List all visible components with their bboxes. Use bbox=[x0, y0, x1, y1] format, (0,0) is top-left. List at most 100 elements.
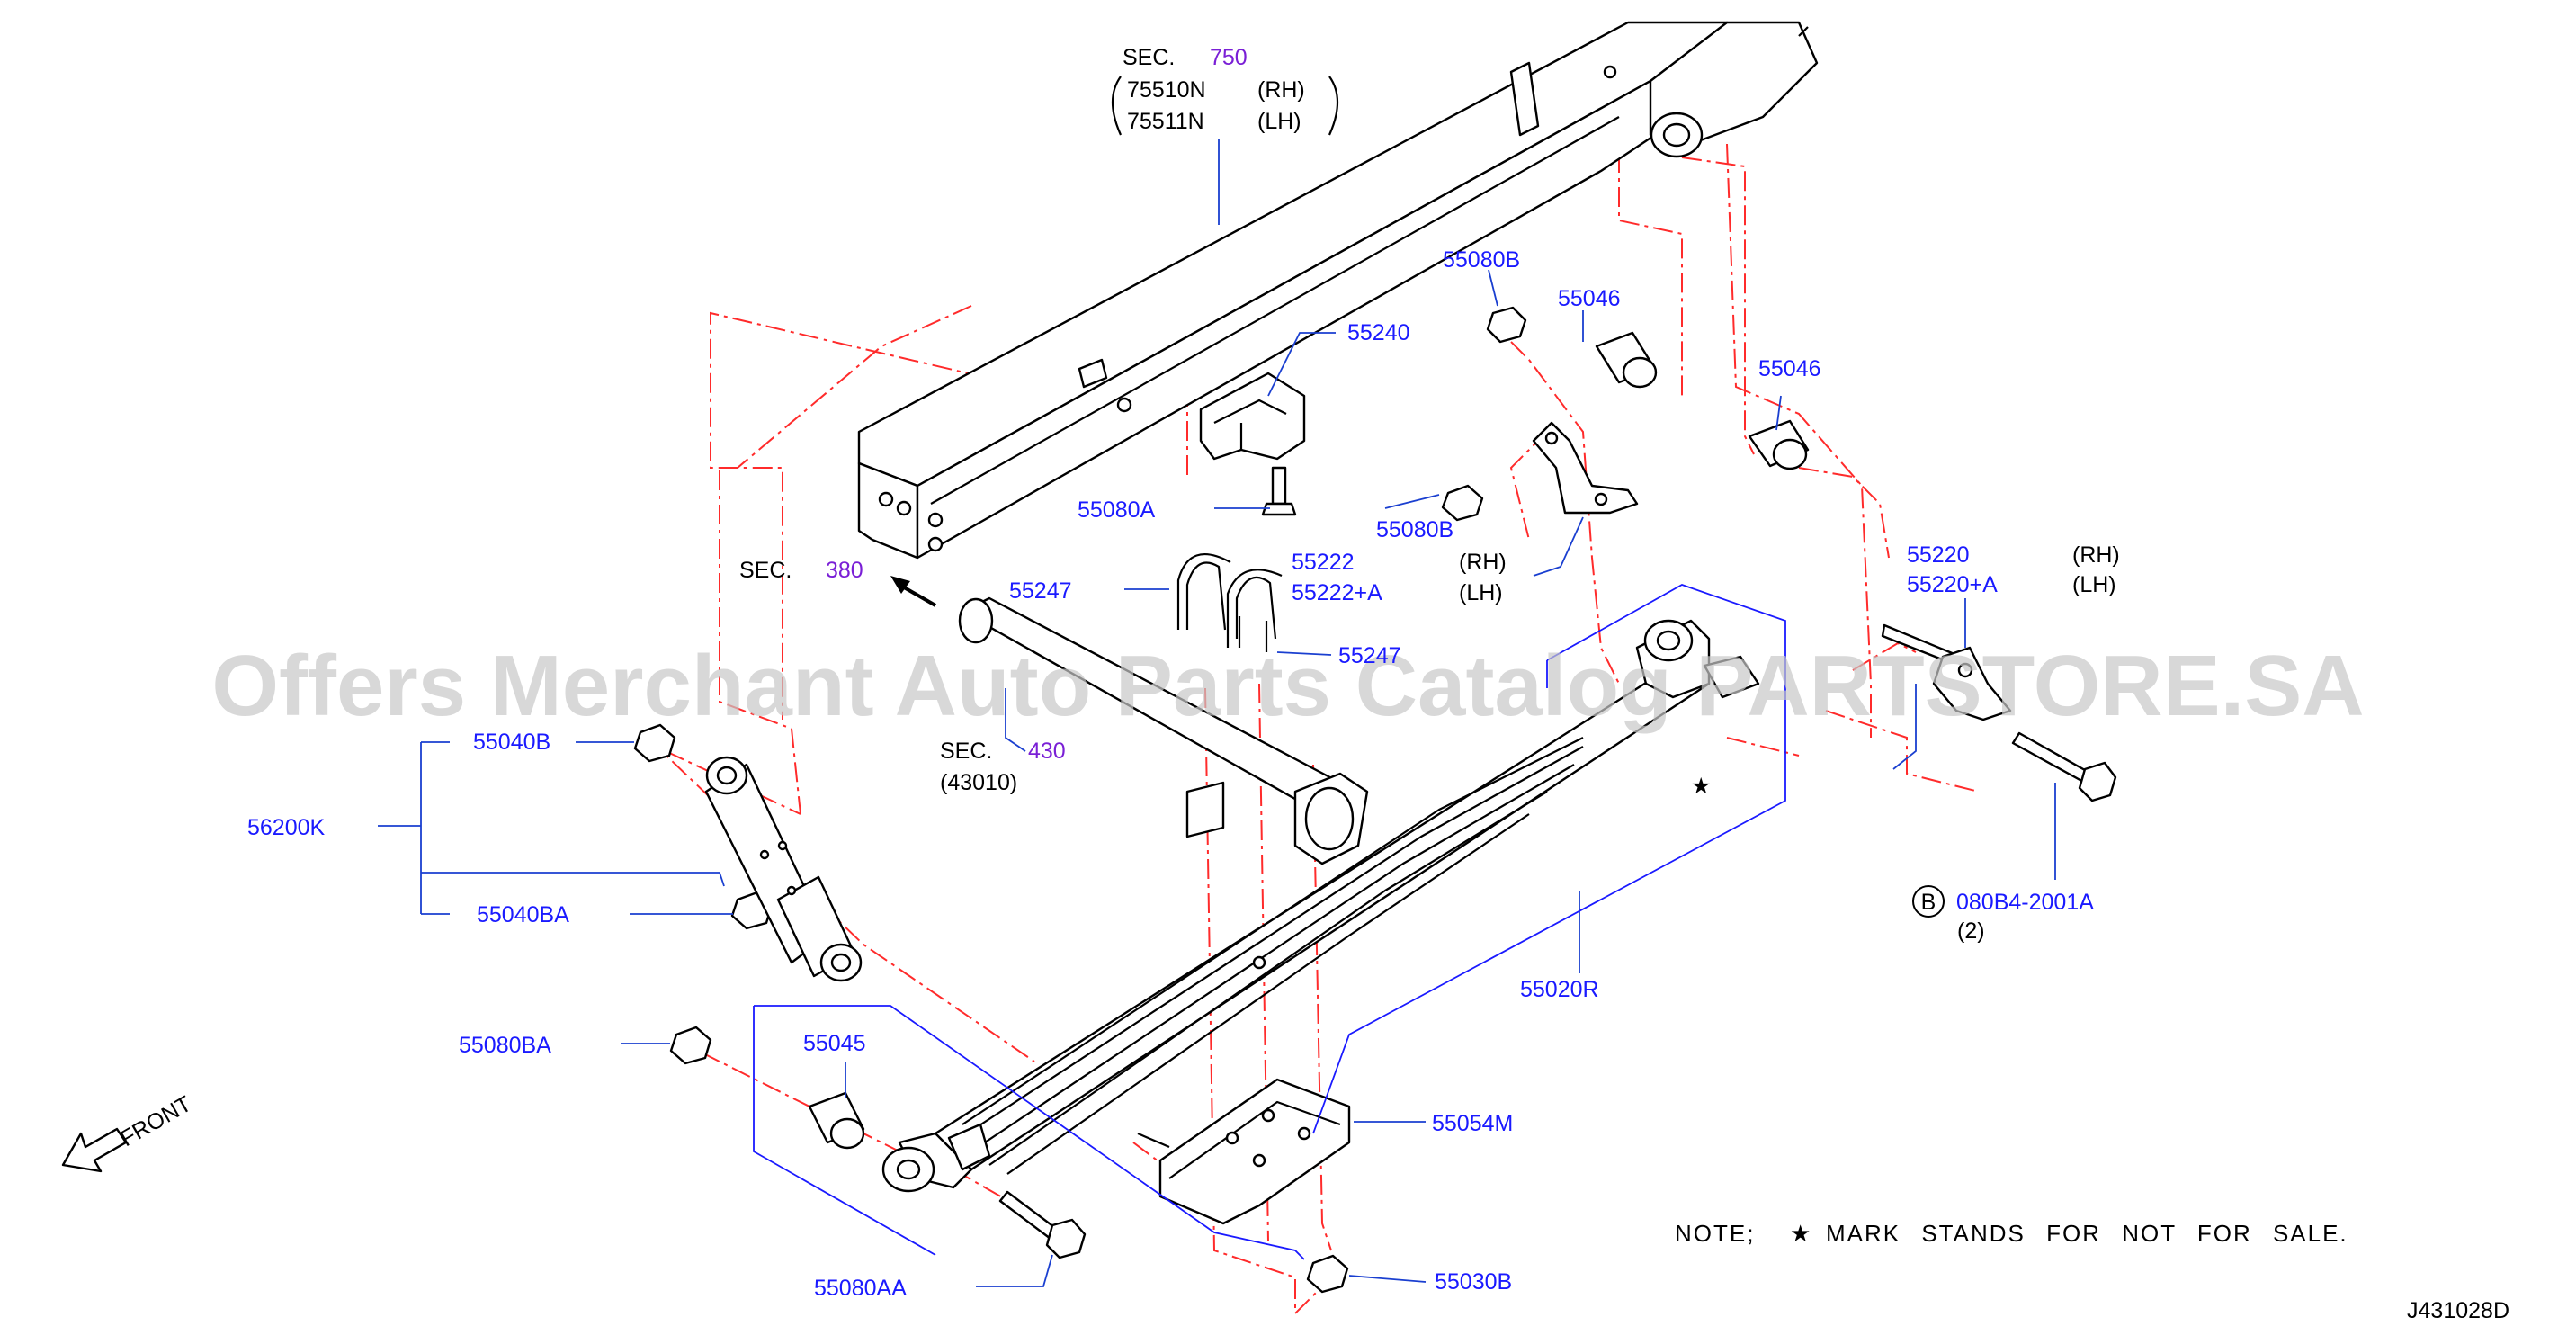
paren-right bbox=[1328, 76, 1338, 136]
frame-part-rh-code[interactable]: 75510N bbox=[1127, 77, 1206, 103]
shock-top-hole bbox=[716, 766, 738, 785]
frame-hanger bbox=[1649, 21, 1819, 146]
assembly-line bbox=[1681, 157, 1755, 455]
frame-hole bbox=[927, 536, 944, 552]
leaf-line bbox=[953, 746, 1584, 1143]
axle-tube-end bbox=[958, 597, 994, 644]
label-55240[interactable]: 55240 bbox=[1347, 320, 1410, 345]
label-55247-b[interactable]: 55247 bbox=[1338, 643, 1401, 668]
label-55040BA[interactable]: 55040BA bbox=[477, 902, 569, 927]
label-55080A[interactable]: 55080A bbox=[1078, 497, 1156, 523]
leaf-outline-box bbox=[1312, 584, 1786, 1134]
label-55054M[interactable]: 55054M bbox=[1432, 1111, 1513, 1136]
assembly-line bbox=[1726, 737, 1800, 757]
label-55247-a[interactable]: 55247 bbox=[1009, 578, 1072, 604]
label-55046-a[interactable]: 55046 bbox=[1558, 286, 1621, 311]
sec430-prefix: SEC. bbox=[940, 739, 992, 764]
sec430-number[interactable]: 430 bbox=[1028, 739, 1066, 764]
leaf-spring-55020R bbox=[881, 619, 1760, 1193]
spring-seat-hole bbox=[1297, 1126, 1311, 1141]
shock-dot bbox=[759, 849, 770, 860]
spring-center-bolt bbox=[1252, 955, 1266, 970]
bracket-edge bbox=[1213, 399, 1287, 424]
frame-line bbox=[1798, 26, 1809, 37]
frame-hole bbox=[878, 491, 894, 507]
nut-55080B-top bbox=[1486, 306, 1527, 344]
bolt-head bbox=[2078, 761, 2117, 802]
label-55222A[interactable]: 55222+A bbox=[1292, 580, 1382, 605]
shackle-hole bbox=[1594, 492, 1608, 506]
label-55080BA[interactable]: 55080BA bbox=[459, 1033, 551, 1058]
label-55220A[interactable]: 55220+A bbox=[1907, 572, 1998, 597]
labels: SEC. 750 75510N (RH) 75511N (LH) 55240 5… bbox=[116, 45, 2509, 1323]
leader-shackle-rh bbox=[1533, 516, 1584, 577]
frame-part-lh-code[interactable]: 75511N bbox=[1127, 109, 1204, 134]
spring-seat-hole bbox=[1225, 1131, 1239, 1145]
spring-seat-stud bbox=[1137, 1132, 1170, 1149]
label-55046-b[interactable]: 55046 bbox=[1758, 356, 1821, 381]
shackle-plate-55220 bbox=[1932, 646, 2012, 721]
rear-clip bbox=[947, 1123, 991, 1171]
sec380-number[interactable]: 380 bbox=[826, 558, 863, 583]
bracket-55240 bbox=[1199, 372, 1306, 461]
shackle-hole bbox=[1957, 662, 1973, 678]
label-55020R[interactable]: 55020R bbox=[1520, 977, 1599, 1002]
sec750-number[interactable]: 750 bbox=[1210, 45, 1248, 70]
label-55045[interactable]: 55045 bbox=[803, 1031, 866, 1056]
leader-55247-b bbox=[1276, 651, 1332, 656]
label-080B4[interactable]: 080B4-2001A bbox=[1956, 890, 2094, 915]
frame-rail-edge bbox=[930, 116, 1620, 505]
note-prefix: NOTE; bbox=[1675, 1220, 1755, 1247]
nut-55030B bbox=[1306, 1254, 1349, 1294]
assembly-line bbox=[710, 311, 1019, 720]
frame-hole bbox=[1116, 397, 1132, 413]
leader-star bbox=[1892, 684, 1917, 770]
paren-left bbox=[1112, 76, 1123, 136]
bolt-080B4 bbox=[2011, 731, 2117, 802]
shackle-hole bbox=[1544, 431, 1559, 445]
note-star: ★ bbox=[1790, 1220, 1812, 1247]
shock-dot bbox=[786, 885, 797, 896]
note-text: MARK STANDS FOR NOT FOR SALE. bbox=[1826, 1220, 2348, 1247]
u-bolt-a bbox=[1185, 561, 1227, 631]
leader-sec430 bbox=[1005, 688, 1026, 752]
sec750-prefix: SEC. bbox=[1123, 45, 1175, 70]
label-55080AA[interactable]: 55080AA bbox=[814, 1276, 907, 1301]
assembly-line bbox=[1798, 467, 1890, 559]
label-lh: (LH) bbox=[1459, 580, 1503, 605]
frame-hole bbox=[1603, 65, 1617, 79]
label-55030B[interactable]: 55030B bbox=[1435, 1269, 1512, 1295]
arrow-line bbox=[899, 583, 936, 607]
label-55040B[interactable]: 55040B bbox=[473, 730, 550, 755]
label-rh2: (RH) bbox=[2072, 542, 2120, 568]
bolt-head bbox=[1261, 502, 1297, 516]
nut-55080B-mid bbox=[1441, 484, 1484, 522]
label-56200K[interactable]: 56200K bbox=[247, 815, 326, 840]
label-55080B-mid[interactable]: 55080B bbox=[1376, 517, 1453, 542]
front-eye-hole bbox=[1656, 630, 1681, 651]
arrow-head bbox=[890, 576, 910, 594]
shock-absorber-56200K bbox=[704, 756, 863, 982]
bolt-55080AA bbox=[998, 1190, 1087, 1259]
bolt-badge: B bbox=[1921, 890, 1936, 915]
leader-55080B-top bbox=[1488, 269, 1498, 307]
assembly-line bbox=[701, 1052, 900, 1152]
u-bolt-b bbox=[1235, 576, 1277, 640]
label-55222[interactable]: 55222 bbox=[1292, 550, 1355, 575]
axle-tube bbox=[958, 596, 1369, 865]
frame-part-rh-side: (RH) bbox=[1257, 77, 1305, 103]
leader-55240 bbox=[1267, 332, 1336, 397]
leaf-outline-box bbox=[753, 1006, 936, 1256]
leader-55030B bbox=[1348, 1275, 1427, 1283]
leader-lines bbox=[378, 139, 2056, 1287]
frame-part-lh-side: (LH) bbox=[1257, 109, 1301, 134]
label-55080B-top[interactable]: 55080B bbox=[1443, 247, 1520, 273]
bolt-55080A bbox=[1261, 466, 1297, 516]
leader-56200K-shock bbox=[421, 872, 725, 887]
diagram-code: J431028D bbox=[2407, 1298, 2509, 1323]
label-55220[interactable]: 55220 bbox=[1907, 542, 1970, 568]
nut-55080BA bbox=[669, 1026, 712, 1065]
assembly-line bbox=[1726, 143, 1872, 738]
front-label: FRONT bbox=[116, 1091, 196, 1151]
